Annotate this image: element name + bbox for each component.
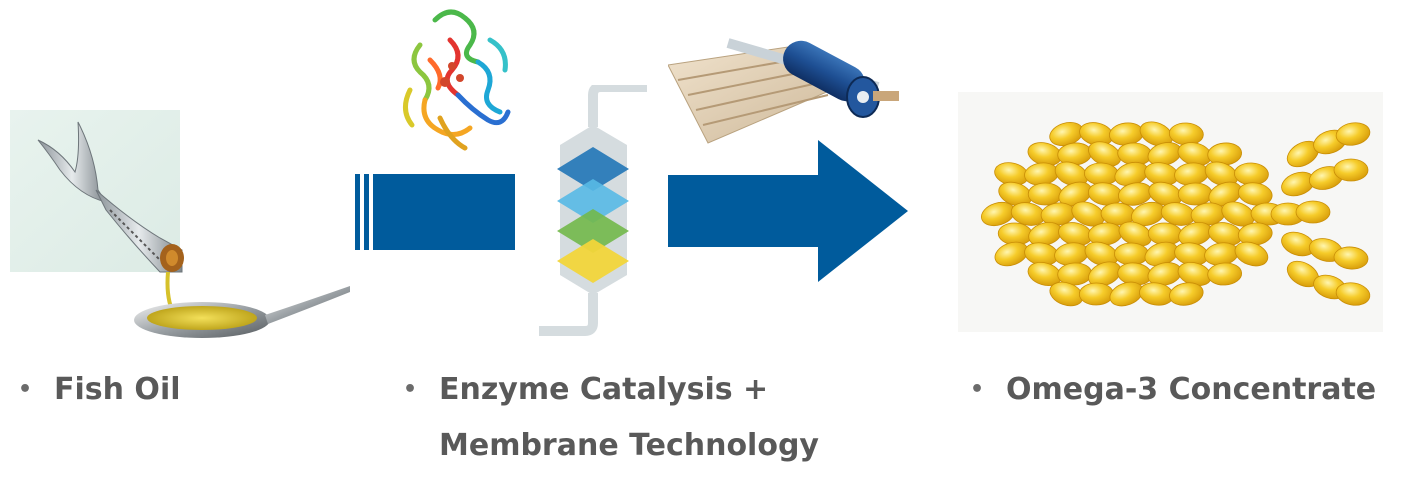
capsule bbox=[1139, 121, 1173, 147]
capsule bbox=[1221, 201, 1255, 227]
capsule bbox=[1054, 161, 1089, 187]
fish-oil-image bbox=[10, 110, 355, 350]
capsule bbox=[1207, 262, 1243, 286]
capsule bbox=[1169, 282, 1204, 306]
capsule bbox=[1114, 242, 1149, 266]
bullet: • bbox=[970, 377, 985, 402]
enzyme-label-line1: Enzyme Catalysis + bbox=[439, 372, 769, 407]
capsule bbox=[1335, 282, 1371, 306]
step-label-fish-oil: • Fish Oil bbox=[18, 362, 181, 418]
step-label-omega3: • Omega-3 Concentrate bbox=[970, 362, 1376, 418]
capsule bbox=[1204, 161, 1239, 187]
capsule bbox=[1078, 282, 1114, 306]
enzyme-label-line2: Membrane Technology bbox=[439, 428, 819, 463]
membrane-module-icon bbox=[667, 25, 903, 150]
enzyme-protein-icon bbox=[390, 0, 530, 160]
fish-tail-icon bbox=[10, 110, 350, 338]
capsule bbox=[1295, 200, 1331, 224]
process-arrow-icon bbox=[668, 140, 910, 282]
capsule bbox=[1237, 182, 1273, 206]
capsule bbox=[1333, 158, 1369, 182]
capsule bbox=[1333, 246, 1369, 270]
capsule bbox=[1335, 122, 1371, 146]
reactor-column-icon bbox=[535, 82, 655, 337]
process-arrow-icon bbox=[355, 174, 515, 250]
fish-capsules-icon bbox=[958, 92, 1383, 332]
capsule bbox=[1234, 241, 1269, 267]
step-label-enzyme: • Enzyme Catalysis + Membrane Technology bbox=[403, 362, 819, 474]
bullet: • bbox=[18, 377, 33, 402]
fish-oil-label: Fish Oil bbox=[54, 372, 181, 407]
capsule bbox=[1027, 182, 1063, 206]
capsule bbox=[1177, 182, 1213, 206]
bullet: • bbox=[403, 377, 418, 402]
capsule bbox=[1071, 201, 1105, 227]
omega3-label: Omega-3 Concentrate bbox=[1006, 372, 1377, 407]
